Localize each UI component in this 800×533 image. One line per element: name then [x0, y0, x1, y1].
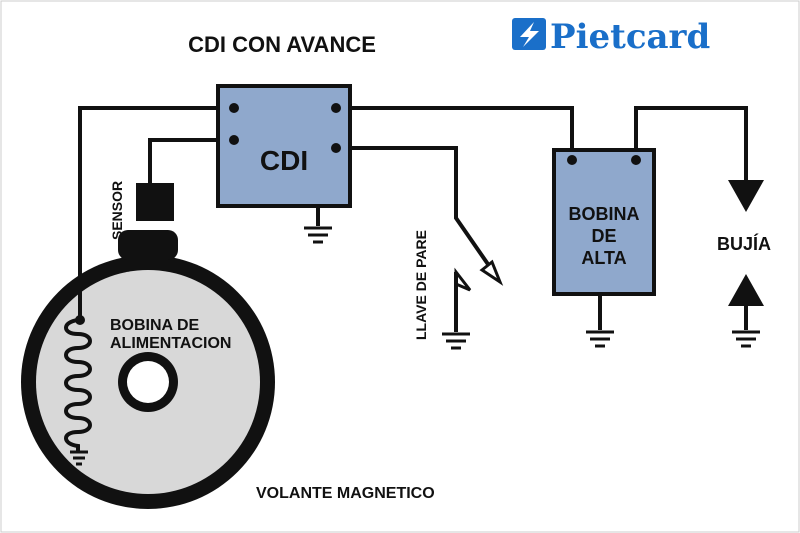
feed-coil-ground	[70, 450, 88, 466]
cdi-ground	[304, 206, 332, 244]
stop-switch	[442, 259, 504, 350]
feed-coil-label-2: ALIMENTACION	[110, 335, 231, 352]
wire-cdi-to-coil	[336, 106, 574, 160]
ignition-coil-label-3: ALTA	[581, 248, 626, 268]
sensor-label: SENSOR	[109, 181, 125, 240]
brand-name: Pietcard	[550, 17, 710, 57]
ignition-coil-label-1: BOBINA	[569, 204, 640, 224]
flywheel-label: VOLANTE MAGNETICO	[256, 485, 435, 502]
feed-coil-label-1: BOBINA DE	[110, 317, 200, 334]
ignition-coil-label-2: DE	[591, 226, 616, 246]
cdi-label: CDI	[260, 145, 308, 176]
spark-plug	[728, 180, 764, 348]
wire-sensor-to-cdi	[148, 138, 234, 185]
spark-plug-bottom-electrode	[728, 274, 764, 306]
diagram-title: CDI CON AVANCE	[188, 32, 376, 57]
feed-coil	[64, 315, 92, 466]
wire-coil-to-plug	[634, 106, 748, 182]
bolt-icon	[512, 18, 546, 50]
brand-logo: Pietcard	[512, 17, 710, 57]
wire-cdi-to-switch	[336, 146, 494, 272]
sensor	[136, 183, 174, 221]
spark-plug-label: BUJÍA	[717, 233, 771, 254]
spark-plug-top-electrode	[728, 180, 764, 212]
flywheel	[21, 230, 275, 509]
ignition-coil: BOBINA DE ALTA	[552, 148, 656, 296]
ignition-coil-ground	[586, 294, 614, 348]
cdi-module: CDI	[216, 84, 352, 208]
stop-switch-label: LLAVE DE PARE	[413, 230, 429, 340]
wire-feed-to-cdi	[78, 106, 234, 318]
